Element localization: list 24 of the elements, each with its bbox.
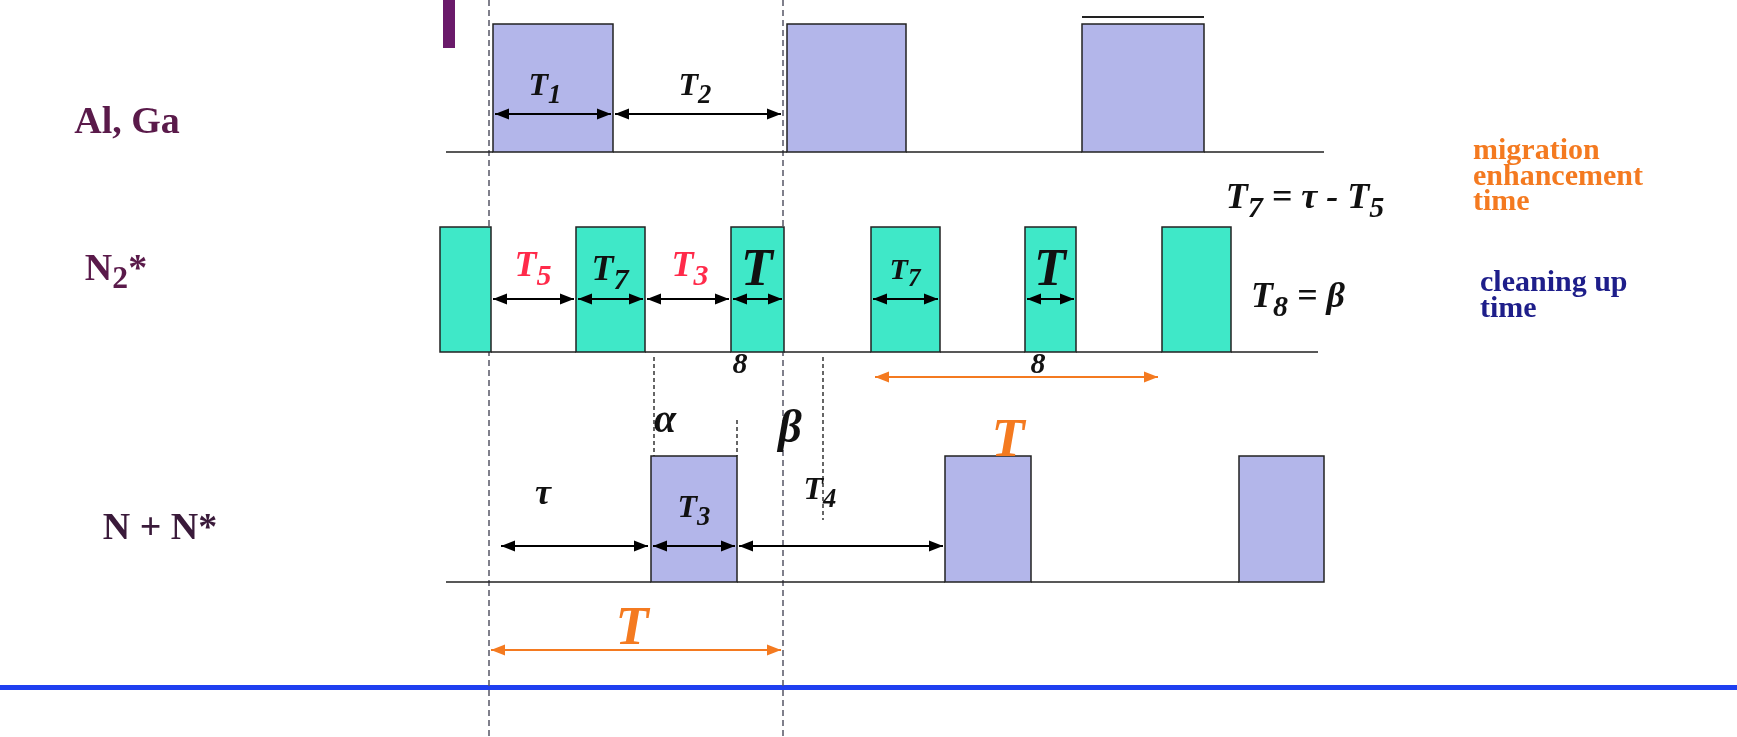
- interval-label: T$_{3}$: [671, 246, 709, 290]
- note-text: migration enhancement time: [1473, 135, 1644, 213]
- interval-label: T$_{2}$: [678, 68, 712, 108]
- interval-label: τ: [535, 474, 551, 510]
- greek-label: β: [778, 404, 802, 450]
- row-label: N$_{2}$*: [84, 247, 148, 295]
- formula-text: T$_{8}$ = β: [1251, 277, 1345, 321]
- interval-label: T$_{1}$: [528, 68, 562, 108]
- interval-label: T$_{3}$: [677, 490, 711, 530]
- interval-label: T$_{7}$: [591, 250, 629, 294]
- interval-label: T$_{4}$: [803, 472, 837, 512]
- formula-text: T$_{7}$ = τ - T$_{5}$: [1225, 178, 1385, 222]
- interval-label: T: [741, 242, 773, 294]
- row-label: Al, Ga: [74, 101, 180, 139]
- interval-label: T$_{7}$: [889, 254, 921, 290]
- subscript-label: 8: [1030, 348, 1046, 378]
- subscript-label: 8: [732, 348, 748, 378]
- period-label: T: [991, 411, 1025, 465]
- period-label: T: [615, 599, 649, 653]
- greek-label: α: [653, 399, 677, 439]
- note-text: cleaning up time: [1480, 267, 1629, 319]
- interval-label: T$_{5}$: [514, 246, 552, 290]
- row-label: N + N*: [102, 507, 218, 545]
- interval-label: T: [1034, 242, 1066, 294]
